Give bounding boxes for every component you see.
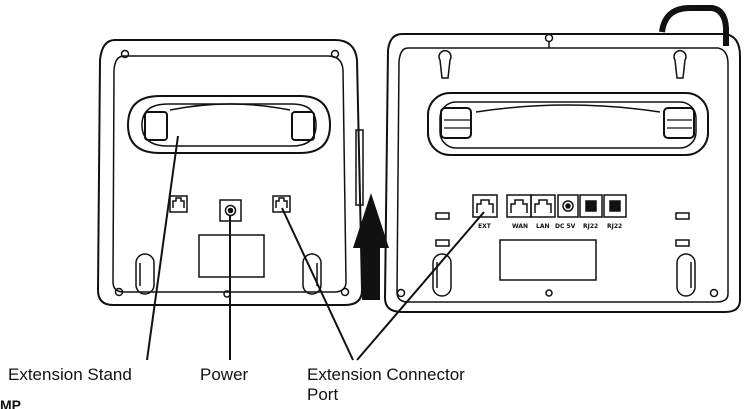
extension-connector-port-left (272, 195, 291, 213)
leader-extension-port-right (356, 211, 485, 361)
leader-extension-stand (146, 135, 179, 361)
extension-label-plate (198, 234, 265, 278)
dc-port (557, 194, 579, 218)
port-label-rj22-b: RJ22 (607, 223, 622, 230)
attach-arrow (353, 193, 389, 300)
port-label-lan: LAN (536, 223, 550, 230)
screw (120, 49, 130, 59)
rj22-port-b (603, 194, 627, 218)
side-hook-slots (435, 212, 690, 247)
stand-slot-curve (169, 103, 291, 111)
arrow-shaft-head (353, 193, 389, 300)
screw (709, 288, 719, 298)
stand-slot-outer (126, 95, 332, 154)
left-rj-port (169, 195, 188, 213)
stand-slot-right-pad (291, 111, 315, 141)
extension-module-body (96, 39, 364, 306)
extension-stand-label: Extension Stand (8, 365, 132, 384)
extension-connector-label-line1: Extension Connector (307, 365, 465, 384)
foot-left (135, 253, 155, 295)
extension-module (96, 39, 364, 306)
leader-extension-port-left (281, 207, 354, 361)
extension-module-screws (114, 49, 350, 298)
screw (114, 287, 124, 297)
lan-port (530, 194, 556, 218)
extension-connector-port-label: Extension Connector Port (307, 365, 465, 405)
screw (330, 49, 340, 59)
screw (340, 287, 350, 297)
phone-base-screws (396, 33, 719, 298)
extension-module-ports (169, 195, 291, 222)
power-label: Power (200, 365, 249, 384)
screw (396, 288, 406, 298)
phone-base-bottom (432, 239, 696, 297)
extension-module-inner-frame (112, 55, 347, 293)
phone-base-inner-frame (396, 47, 729, 303)
foot-right (676, 253, 696, 297)
cradle-right-pad (663, 107, 695, 139)
port-label-rj22-a: RJ22 (583, 223, 598, 230)
stand-slot-left-pad (144, 111, 168, 141)
cropped-footer-text: MP (0, 398, 21, 409)
keyhole-left (438, 50, 452, 79)
phone-base (383, 5, 741, 313)
port-label-dc: DC 5V (555, 223, 576, 230)
cradle-left-pad (440, 107, 472, 139)
port-label-ext: EXT (478, 223, 492, 230)
port-label-wan: WAN (512, 223, 528, 230)
keyhole-right (673, 50, 687, 79)
rj22-port-a (579, 194, 603, 218)
handset-cord-hook (659, 5, 729, 46)
phone-base-ports (472, 194, 627, 218)
ext-port (472, 194, 498, 218)
screw (544, 33, 554, 43)
cradle-slot (427, 92, 709, 156)
port-labels: EXT WAN LAN DC 5V RJ22 RJ22 (478, 223, 622, 230)
foot-left (432, 253, 452, 297)
extension-module-side-tab (355, 129, 364, 206)
phone-label-plate (499, 239, 597, 281)
cradle-inner (439, 101, 697, 149)
wall-mount-holes (438, 50, 687, 79)
cradle-outer (427, 92, 709, 156)
extension-connector-label-line2: Port (307, 385, 339, 404)
extension-stand-slot (126, 95, 332, 154)
screw (545, 289, 553, 297)
phone-base-body (383, 33, 741, 313)
foot-right (302, 253, 322, 295)
callout-leaders (146, 135, 485, 361)
